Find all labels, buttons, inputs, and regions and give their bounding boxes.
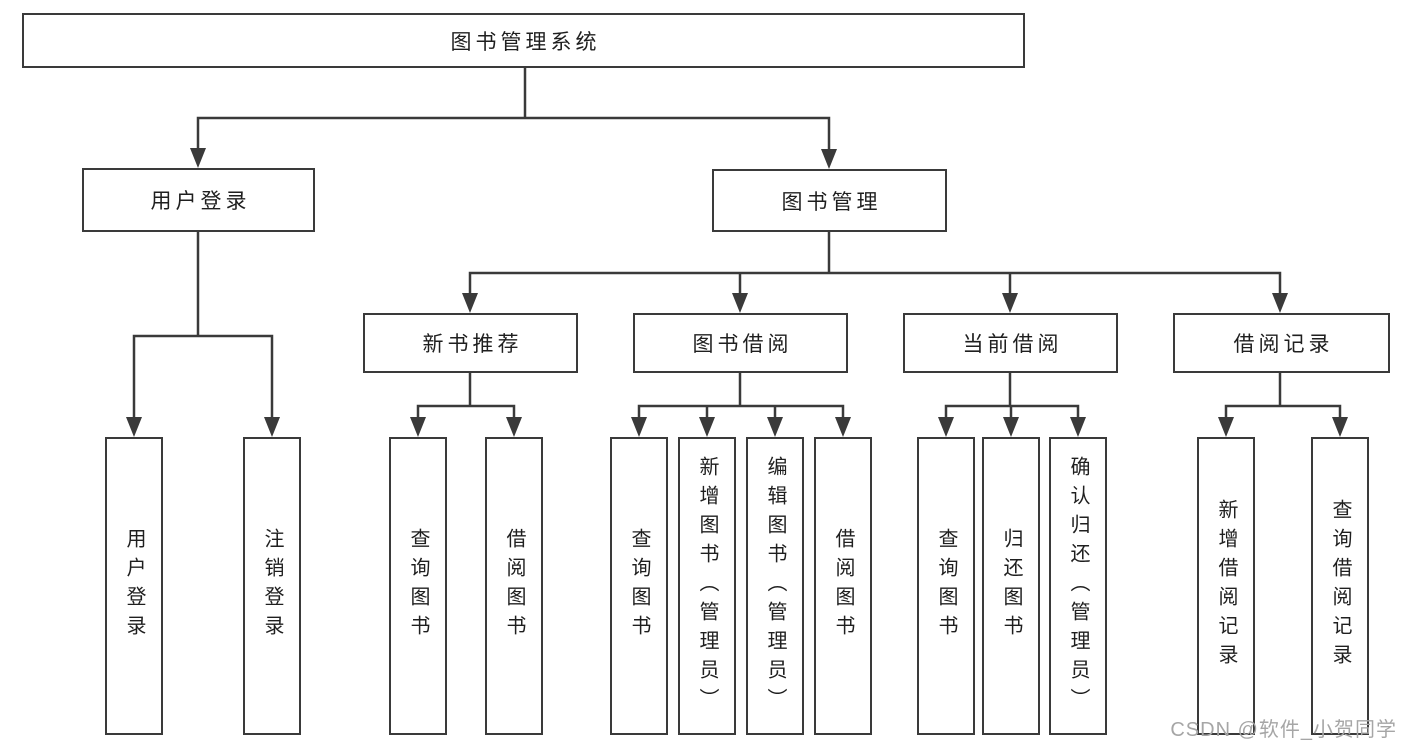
node-user-login: 用户登录 (82, 168, 315, 232)
node-leaf-bb-borrow-book: 借阅图书 (814, 437, 872, 735)
node-leaf-br-add-record-label: 新增借阅记录 (1215, 499, 1237, 673)
node-leaf-bb-edit-book-admin-label: 编辑图书（管理员） (764, 455, 786, 717)
node-borrow-record: 借阅记录 (1173, 313, 1390, 373)
connector-new-book-recommend-children (410, 373, 522, 437)
node-leaf-cb-confirm-return-admin-label: 确认归还（管理员） (1067, 455, 1089, 717)
node-leaf-br-query-record-label: 查询借阅记录 (1329, 499, 1351, 673)
node-current-borrow: 当前借阅 (903, 313, 1118, 373)
connector-user-login-children (126, 232, 280, 437)
node-book-management: 图书管理 (712, 169, 947, 232)
node-library-system: 图书管理系统 (22, 13, 1025, 68)
node-book-borrow: 图书借阅 (633, 313, 848, 373)
node-leaf-bb-query-book: 查询图书 (610, 437, 668, 735)
node-new-book-recommend: 新书推荐 (363, 313, 578, 373)
node-leaf-br-query-record: 查询借阅记录 (1311, 437, 1369, 735)
csdn-watermark: CSDN @软件_小贺同学 (1170, 719, 1397, 741)
node-leaf-user-login: 用户登录 (105, 437, 163, 735)
node-leaf-bb-borrow-book-label: 借阅图书 (832, 528, 854, 644)
node-leaf-rec-borrow-book-label: 借阅图书 (503, 528, 525, 644)
node-leaf-bb-add-book-admin: 新增图书（管理员） (678, 437, 736, 735)
connector-current-borrow-children (938, 373, 1086, 437)
node-user-login-label: 用户登录 (150, 190, 251, 213)
node-library-system-label: 图书管理系统 (450, 30, 601, 54)
node-leaf-rec-query-book-label: 查询图书 (407, 528, 429, 644)
node-leaf-rec-borrow-book: 借阅图书 (485, 437, 543, 735)
node-book-borrow-label: 图书借阅 (692, 333, 793, 356)
node-book-management-label: 图书管理 (781, 190, 882, 214)
node-leaf-cb-confirm-return-admin: 确认归还（管理员） (1049, 437, 1107, 735)
node-leaf-logout: 注销登录 (243, 437, 301, 735)
node-leaf-logout-label: 注销登录 (261, 528, 283, 644)
node-leaf-cb-query-book: 查询图书 (917, 437, 975, 735)
node-leaf-bb-edit-book-admin: 编辑图书（管理员） (746, 437, 804, 735)
node-leaf-user-login-label: 用户登录 (123, 528, 145, 644)
node-leaf-bb-query-book-label: 查询图书 (628, 528, 650, 644)
node-new-book-recommend-label: 新书推荐 (422, 333, 523, 356)
connector-root-to-level2 (190, 68, 837, 169)
connector-book-mgmt-level3 (462, 232, 1288, 313)
connector-borrow-record-children (1218, 373, 1348, 437)
node-leaf-bb-add-book-admin-label: 新增图书（管理员） (696, 455, 718, 717)
node-leaf-cb-return-book: 归还图书 (982, 437, 1040, 735)
node-current-borrow-label: 当前借阅 (962, 333, 1063, 356)
node-leaf-cb-query-book-label: 查询图书 (935, 528, 957, 644)
node-leaf-br-add-record: 新增借阅记录 (1197, 437, 1255, 735)
connector-book-borrow-children (631, 373, 851, 437)
node-leaf-rec-query-book: 查询图书 (389, 437, 447, 735)
node-leaf-cb-return-book-label: 归还图书 (1000, 528, 1022, 644)
node-borrow-record-label: 借阅记录 (1233, 333, 1334, 356)
